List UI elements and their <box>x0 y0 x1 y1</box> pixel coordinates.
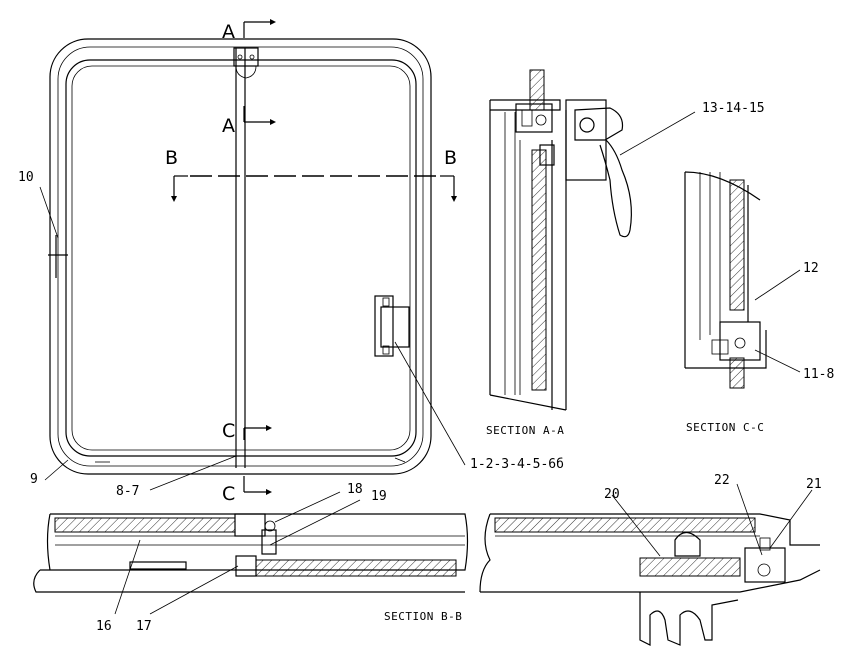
door-front-view <box>48 38 432 475</box>
section-marker-a-top: A <box>222 19 276 43</box>
section-c-c-view <box>684 171 767 389</box>
callout-9: 9 <box>30 472 38 487</box>
section-marker-c-top: C <box>222 420 272 442</box>
callout-21: 21 <box>806 477 822 492</box>
callout-10: 10 <box>18 170 34 185</box>
callout-8-7: 8-7 <box>116 484 139 499</box>
section-marker-b-right: B <box>440 147 457 202</box>
callout-22: 22 <box>714 473 730 488</box>
callout-13-14-15: 13-14-15 <box>702 101 765 116</box>
callout-19: 19 <box>371 489 387 504</box>
callout-12: 12 <box>803 261 819 276</box>
svg-text:B: B <box>165 147 178 169</box>
section-b-b-view <box>33 513 821 646</box>
svg-text:B: B <box>444 147 457 169</box>
svg-text:C: C <box>222 483 235 505</box>
svg-text:A: A <box>222 115 235 137</box>
section-marker-a-bottom: A <box>222 106 276 137</box>
callout-16: 16 <box>96 619 112 634</box>
callout-11-8: 11-8 <box>803 367 834 382</box>
leader-lines <box>39 111 813 615</box>
callout-17: 17 <box>136 619 152 634</box>
callout-18: 18 <box>347 482 363 497</box>
section-title-a-a: SECTION A-A <box>486 424 564 437</box>
section-a-a-view <box>489 69 632 411</box>
callout-1-6: 1-2-3-4-5-6б <box>470 457 564 472</box>
svg-text:A: A <box>222 21 235 43</box>
section-title-b-b: SECTION B-B <box>384 610 462 623</box>
section-marker-b-left: B <box>165 147 188 202</box>
svg-text:C: C <box>222 420 235 442</box>
section-title-c-c: SECTION C-C <box>686 421 764 434</box>
section-marker-c-bottom: C <box>222 476 272 505</box>
callout-20: 20 <box>604 487 620 502</box>
